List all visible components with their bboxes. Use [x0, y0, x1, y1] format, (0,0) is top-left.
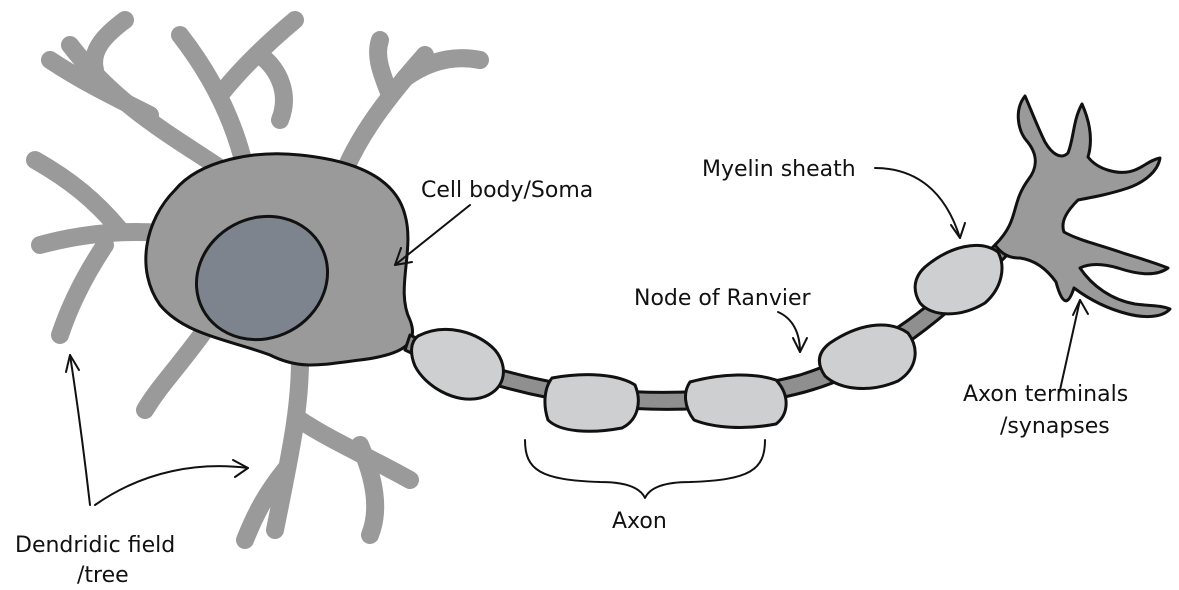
- dendrite-left-branch-a: [35, 160, 120, 230]
- cell-body-label: Cell body/Soma: [421, 178, 593, 203]
- myelin-segment-2: [545, 375, 638, 432]
- myelin-segment-4: [819, 325, 915, 388]
- myelin-arrow: [875, 168, 960, 238]
- dendritic-field-label-line2: /tree: [77, 563, 129, 588]
- terminal-arrowhead: [1073, 300, 1088, 315]
- dendrite-bottom: [275, 360, 300, 530]
- dendritic-arrow-2: [95, 466, 248, 505]
- dendrite-top-right-branch-b: [378, 40, 390, 95]
- axon-terminals-label-line2: /synapses: [1000, 414, 1110, 439]
- dendrite-top-right-branch-a: [405, 58, 480, 78]
- axon-brace: [525, 440, 765, 498]
- dendrite-upper-left-branch-b: [94, 20, 125, 70]
- axon-terminals: [995, 96, 1170, 317]
- dendritic-arrowhead-2: [233, 460, 248, 477]
- dendritic-arrow-1: [70, 355, 90, 505]
- myelin-sheath-label: Myelin sheath: [702, 157, 856, 182]
- axon-terminals-label-line1: Axon terminals: [963, 382, 1128, 407]
- terminal-arrow: [1060, 300, 1080, 390]
- myelin-segment-3: [685, 375, 786, 428]
- myelin-segment-5: [915, 245, 1002, 313]
- myelin-segment-1: [412, 329, 504, 399]
- node-of-ranvier-label: Node of Ranvier: [634, 286, 812, 311]
- dendrite-bottom-branch-b: [360, 445, 375, 535]
- dendrite-lower-left: [145, 330, 205, 410]
- dendritic-field-label-line1: Dendridic field: [15, 533, 175, 558]
- dendrite-left-branch-b: [60, 245, 105, 335]
- dendrite-top-middle-branch-b: [260, 55, 284, 120]
- axon-label: Axon: [612, 509, 667, 534]
